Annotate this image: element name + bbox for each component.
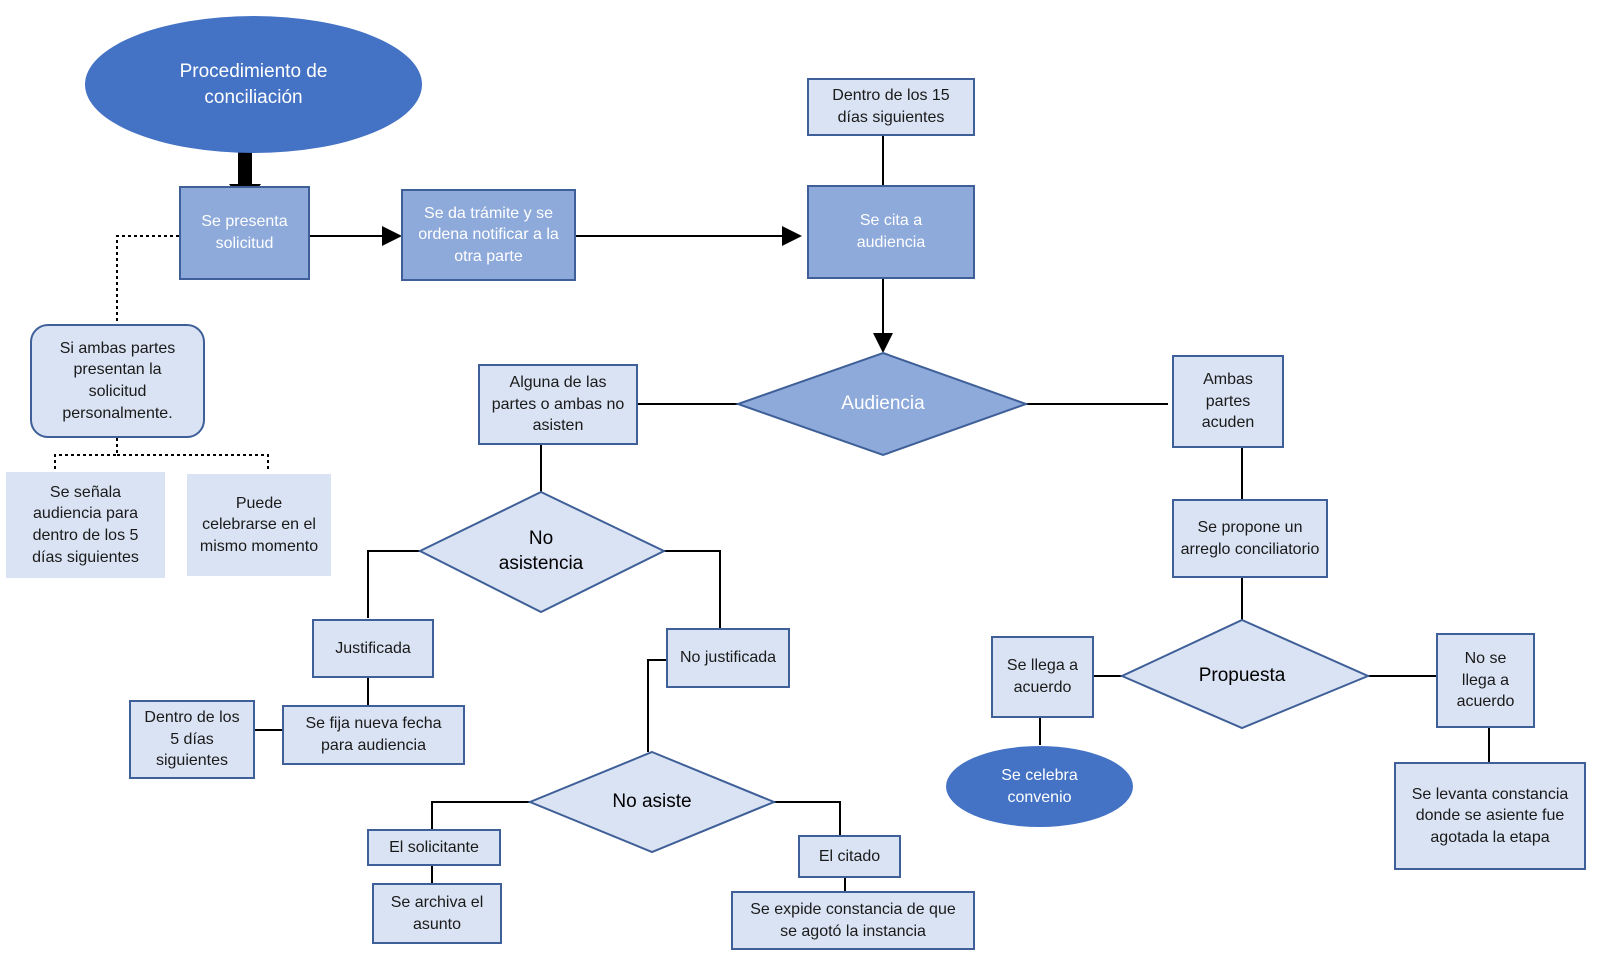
expide-constancia-label: Se expide constancia de que se agotó la … [750, 900, 956, 940]
fija-nueva-fecha-box: Se fija nueva fecha para audiencia [282, 705, 465, 765]
no-asistencia-diamond-shape [417, 490, 667, 614]
justificada-box: Justificada [312, 619, 434, 678]
archiva-box: Se archiva el asunto [372, 883, 502, 944]
senala-audiencia-box: Se señala audiencia para dentro de los 5… [6, 472, 165, 578]
no-justificada-label: No justificada [679, 649, 777, 667]
cita-audiencia-box: Se cita a audiencia [807, 185, 975, 279]
no-llega-acuerdo-box: No se llega a acuerdo [1436, 633, 1535, 728]
el-solicitante-label: El solicitante [389, 838, 479, 856]
dentro-5-label: Dentro de los 5 días siguientes [144, 709, 240, 770]
no-asiste-diamond: No asiste [572, 782, 732, 822]
levanta-constancia-box: Se levanta constancia donde se asiente f… [1394, 762, 1586, 870]
celebra-convenio-ellipse: Se celebra convenio [946, 746, 1133, 827]
ambas-acuden-label: Ambas partes acuden [1201, 371, 1255, 432]
no-asistencia-label: No asistencia [498, 528, 584, 574]
levanta-constancia-label: Se levanta constancia donde se asiente f… [1411, 785, 1569, 846]
dentro-15-box: Dentro de los 15 días siguientes [807, 78, 975, 136]
el-citado-box: El citado [798, 835, 901, 878]
fija-nueva-fecha-label: Se fija nueva fecha para audiencia [305, 715, 442, 754]
no-asiste-label: No asiste [612, 790, 692, 812]
propone-arreglo-box: Se propone un arreglo conciliatorio [1172, 499, 1328, 578]
propone-arreglo-label: Se propone un arreglo conciliatorio [1180, 518, 1320, 558]
el-citado-label: El citado [818, 847, 881, 865]
presenta-solicitud-label: Se presenta solicitud [201, 213, 288, 252]
llega-acuerdo-label: Se llega a acuerdo [1006, 657, 1079, 696]
el-solicitante-box: El solicitante [367, 829, 501, 866]
no-llega-acuerdo-label: No se llega a acuerdo [1456, 650, 1515, 711]
ambas-personalmente-label: Si ambas partes presentan la solicitud p… [59, 339, 176, 422]
audiencia-diamond-shape [734, 351, 1029, 457]
ambas-personalmente-box: Si ambas partes presentan la solicitud p… [30, 324, 205, 438]
llega-acuerdo-box: Se llega a acuerdo [991, 636, 1094, 718]
audiencia-label: Audiencia [841, 392, 925, 414]
no-justificada-box: No justificada [666, 628, 790, 688]
archiva-label: Se archiva el asunto [390, 893, 484, 933]
cita-audiencia-label: Se cita a audiencia [856, 212, 926, 251]
audiencia-diamond: Audiencia [760, 380, 1006, 428]
justificada-label: Justificada [335, 639, 411, 657]
ambas-acuden-box: Ambas partes acuden [1172, 355, 1284, 448]
no-asistencia-diamond: No asistencia [470, 522, 612, 582]
start-ellipse: Procedimiento de conciliación [85, 16, 422, 153]
senala-audiencia-label: Se señala audiencia para dentro de los 5… [32, 483, 139, 566]
puede-celebrarse-box: Puede celebrarse en el mismo momento [187, 474, 331, 576]
dentro-5-box: Dentro de los 5 días siguientes [129, 700, 255, 779]
no-asiste-diamond-shape [527, 750, 777, 854]
propuesta-label: Propuesta [1198, 664, 1286, 686]
start-label: Procedimiento de conciliación [179, 60, 328, 108]
alguna-no-asisten-label: Alguna de las partes o ambas no asisten [491, 374, 625, 435]
alguna-no-asisten-box: Alguna de las partes o ambas no asisten [478, 364, 638, 445]
puede-celebrarse-label: Puede celebrarse en el mismo momento [199, 494, 319, 555]
propuesta-diamond-shape [1119, 618, 1371, 730]
presenta-solicitud-box: Se presenta solicitud [179, 186, 310, 280]
dentro-15-label: Dentro de los 15 días siguientes [832, 87, 950, 126]
celebra-convenio-label: Se celebra convenio [1001, 766, 1078, 806]
expide-constancia-box: Se expide constancia de que se agotó la … [731, 891, 975, 950]
tramite-label: Se da trámite y se ordena notificar a la… [418, 204, 559, 265]
propuesta-diamond: Propuesta [1162, 656, 1322, 696]
tramite-box: Se da trámite y se ordena notificar a la… [401, 189, 576, 281]
